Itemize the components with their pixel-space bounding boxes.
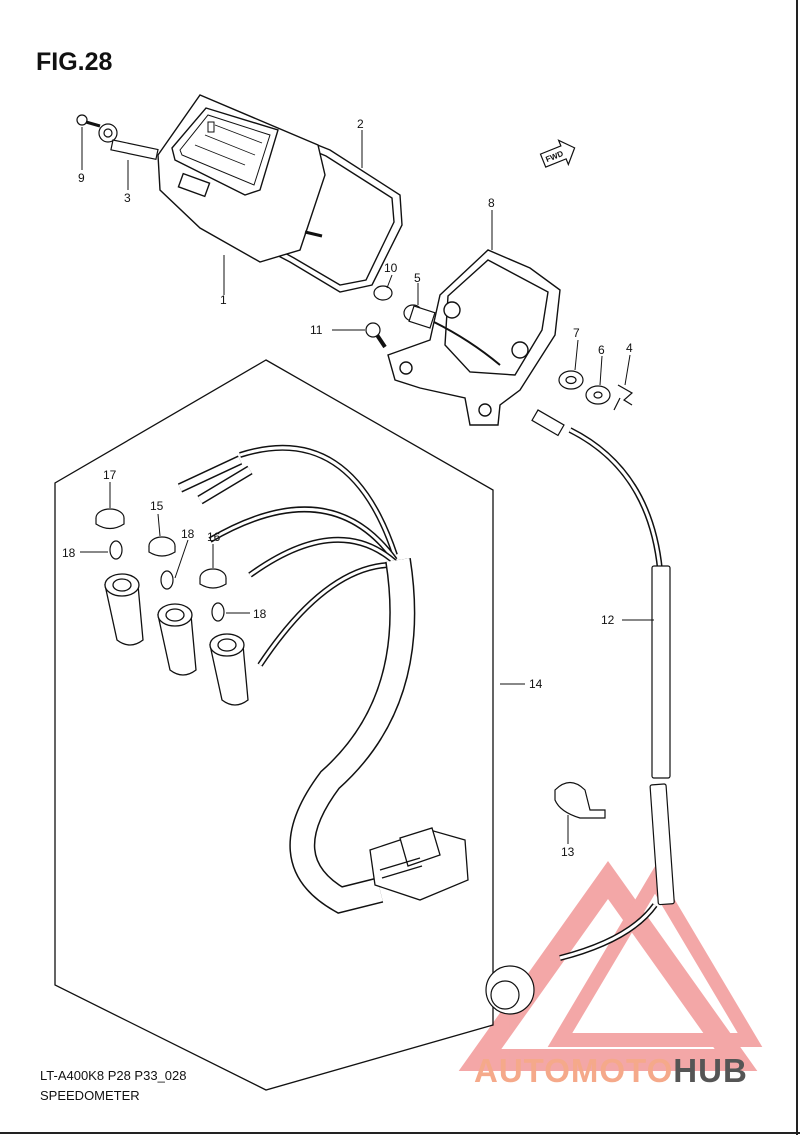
part-gear-shaft-3: [98, 123, 159, 161]
callout-5: 5: [414, 271, 421, 285]
section-name: SPEEDOMETER: [40, 1088, 140, 1103]
callout-numbers: 1 2 3 4 5 6 7 8 9 10 11 12 13 14 15 16 1…: [62, 117, 633, 859]
part-washer-6: [585, 385, 611, 405]
callout-10: 10: [384, 261, 398, 275]
part-harness-14: [177, 444, 416, 914]
callout-3: 3: [124, 191, 131, 205]
forward-arrow-icon: FWD: [539, 139, 576, 168]
callout-1: 1: [220, 293, 227, 307]
part-cap-15: [148, 536, 176, 557]
callout-13: 13: [561, 845, 575, 859]
part-screw-11: [365, 322, 387, 349]
callout-4: 4: [626, 341, 633, 355]
callout-9: 9: [78, 171, 85, 185]
part-connector: [369, 827, 469, 901]
callout-7: 7: [573, 326, 580, 340]
part-cap-17: [95, 508, 125, 530]
model-code: LT-A400K8 P28 P33_028: [40, 1068, 187, 1083]
watermark-part2: HUB: [673, 1052, 748, 1089]
callout-15: 15: [150, 499, 164, 513]
callout-2: 2: [357, 117, 364, 131]
watermark: AUTOMOTOHUB: [474, 1052, 748, 1090]
part-grommet-7: [558, 370, 584, 390]
callout-12: 12: [601, 613, 615, 627]
part-bulbs-18: [109, 540, 225, 622]
callout-18-left: 18: [62, 546, 76, 560]
triangle-logo-icon: [458, 861, 763, 1071]
callout-17: 17: [103, 468, 117, 482]
part-bulb-sockets: [104, 573, 249, 706]
callout-6: 6: [598, 343, 605, 357]
part-clamp-13: [554, 781, 606, 819]
part-bulb-10: [373, 285, 393, 301]
part-clip-4: [613, 384, 634, 411]
part-bracket-8: [387, 249, 561, 426]
part-cap-16: [199, 568, 227, 589]
harness-kit-frame: [54, 359, 494, 1091]
watermark-part1: AUTOMOTO: [474, 1052, 674, 1089]
part-speedometer-meter: [157, 94, 326, 263]
callout-18-right: 18: [253, 607, 267, 621]
part-screw-9: [76, 114, 101, 128]
callout-16: 16: [207, 530, 221, 544]
callout-18-middle: 18: [181, 527, 195, 541]
part-cable-12: [485, 409, 675, 1015]
callout-8: 8: [488, 196, 495, 210]
callout-11: 11: [310, 323, 323, 337]
callout-14: 14: [529, 677, 543, 691]
part-socket-5: [403, 304, 501, 366]
leader-lines: [80, 127, 654, 844]
figure-title: FIG.28: [36, 48, 113, 76]
